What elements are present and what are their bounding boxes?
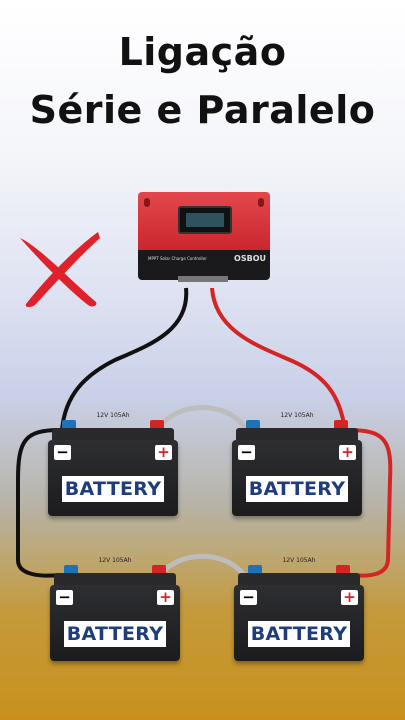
controller-terminals (178, 276, 228, 282)
title-line-2: Série e Paralelo (29, 88, 376, 132)
battery-label: BATTERY (62, 476, 164, 502)
plus-sign: + (155, 445, 172, 460)
charge-controller: MPPT Solar Charge Controller OSBOU (138, 192, 270, 284)
plus-sign: + (157, 590, 174, 605)
battery-spec: 12V 105Ah (96, 412, 130, 419)
battery-spec: 12V 105Ah (98, 557, 132, 564)
minus-sign: − (56, 590, 73, 605)
battery-top-left: 12V 105Ah − + BATTERY (48, 412, 178, 520)
wire-positive-parallel (347, 428, 393, 578)
controller-terminal-panel (138, 250, 270, 280)
wire-series-link-top (155, 405, 249, 432)
wire-negative-main (60, 287, 189, 431)
mount-hole-left (144, 198, 150, 207)
mount-hole-right (258, 198, 264, 207)
plus-sign: + (341, 590, 358, 605)
controller-display (178, 206, 232, 234)
wire-positive-main (210, 287, 347, 431)
x-icon (20, 232, 101, 307)
battery-top-right: 12V 105Ah − + BATTERY (232, 412, 362, 520)
battery-spec: 12V 105Ah (282, 557, 316, 564)
battery-label: BATTERY (64, 621, 166, 647)
battery-label: BATTERY (248, 621, 350, 647)
title-line-1: Ligação (118, 30, 287, 74)
battery-bottom-left: 12V 105Ah − + BATTERY (50, 557, 180, 665)
minus-sign: − (238, 445, 255, 460)
controller-brand: OSBOU (234, 254, 266, 263)
plus-sign: + (339, 445, 356, 460)
battery-spec: 12V 105Ah (280, 412, 314, 419)
minus-sign: − (54, 445, 71, 460)
minus-sign: − (240, 590, 257, 605)
controller-model-text: MPPT Solar Charge Controller (148, 256, 207, 261)
wire-series-link-bottom (158, 553, 246, 577)
wire-negative-parallel (16, 428, 61, 578)
controller-housing (138, 192, 270, 252)
battery-bottom-right: 12V 105Ah − + BATTERY (234, 557, 364, 665)
battery-label: BATTERY (246, 476, 348, 502)
